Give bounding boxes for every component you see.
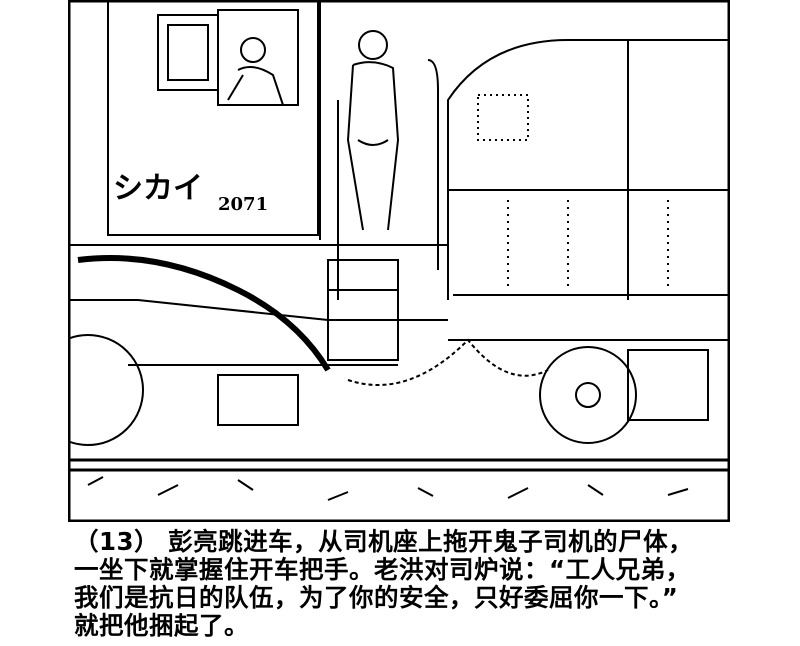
fireman-figure	[358, 30, 388, 60]
axle-box	[217, 374, 299, 426]
panel-frame	[67, 0, 731, 523]
caption-line: 我们是抗日的队伍，为了你的安全，只好委屈你一下。”	[74, 583, 679, 612]
driver-figure	[240, 37, 266, 63]
caption-line: （13） 彭亮跳进车，从司机座上拖开鬼子司机的尸体，	[74, 527, 694, 556]
cab-lettering: シカイ	[113, 171, 203, 206]
cab-body	[107, 0, 319, 236]
locomotive-drawing: シカイ 2071	[32, 0, 731, 523]
coupling-chain	[347, 338, 549, 386]
cab-steps	[327, 259, 399, 361]
rail	[68, 458, 729, 472]
caption-line: 就把他捆起了。	[74, 611, 249, 640]
wheel	[539, 346, 637, 444]
comic-panel-illustration: シカイ 2071	[32, 0, 731, 523]
caption-line: 一坐下就掌握住开车把手。老洪对司炉说：“工人兄弟，	[74, 555, 691, 584]
cab-window-driver	[217, 9, 299, 106]
engine-number: 2071	[218, 194, 268, 215]
tender-body	[447, 39, 729, 300]
wheel	[32, 334, 144, 446]
hose	[77, 255, 331, 372]
caption: （13） 彭亮跳进车，从司机座上拖开鬼子司机的尸体， 一坐下就掌握住开车把手。老…	[74, 528, 774, 640]
